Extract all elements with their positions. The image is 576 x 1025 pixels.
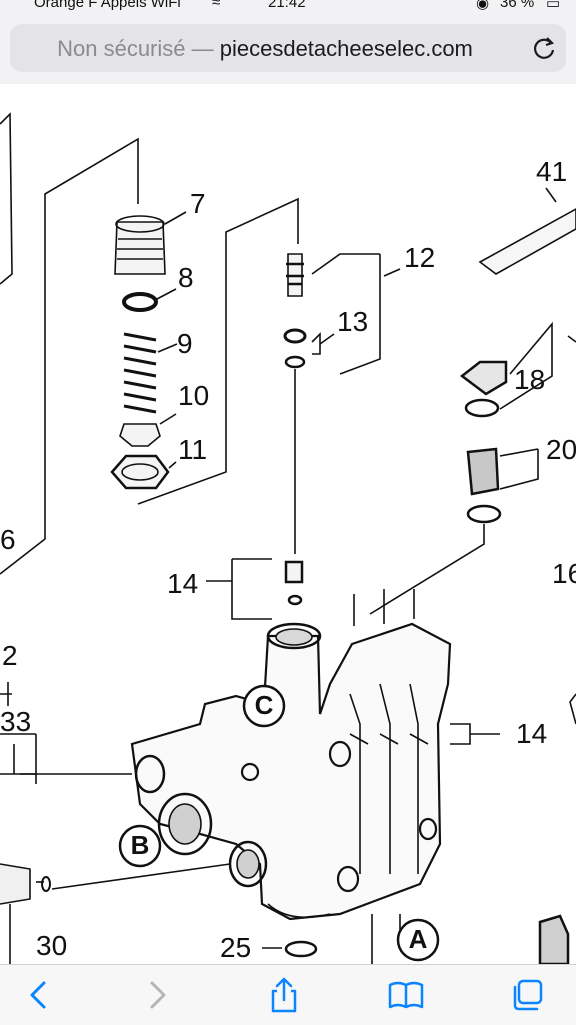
- share-icon[interactable]: [262, 975, 306, 1015]
- clock: 21:42: [268, 0, 306, 11]
- parts-diagram: 7 8 9 10 11 12 13 14 14 14 18 20 41 6 2 …: [0, 84, 576, 964]
- part-label-8: 8: [178, 262, 194, 293]
- part-label-6: 6: [0, 524, 16, 555]
- part-label-14-right: 14: [516, 718, 548, 749]
- forward-icon[interactable]: [136, 975, 180, 1015]
- back-icon[interactable]: [16, 975, 60, 1015]
- security-label: Non sécurisé: [57, 36, 186, 61]
- part-label-10: 10: [178, 380, 210, 411]
- wifi-icon: ≈: [212, 0, 221, 11]
- port-label-b: B: [130, 830, 150, 860]
- domain-label: piecesdetacheeselec.com: [219, 36, 473, 61]
- url-text[interactable]: Non sécurisé — piecesdetacheeselec.com: [10, 36, 520, 62]
- part-label-2: 2: [2, 640, 18, 671]
- part-label-12: 12: [404, 242, 436, 273]
- part-label-11: 11: [178, 434, 208, 465]
- carrier-label: Orange F Appels WiFi: [34, 0, 181, 11]
- address-bar-area: Non sécurisé — piecesdetacheeselec.com: [0, 14, 576, 84]
- part-label-16: 16: [552, 558, 576, 589]
- bookmarks-icon[interactable]: [384, 975, 428, 1015]
- part-label-13: 13: [337, 306, 369, 337]
- battery-icon: ▭: [546, 0, 561, 12]
- part-label-7: 7: [190, 188, 206, 219]
- part-label-33: 33: [0, 706, 32, 737]
- part-label-41: 41: [536, 156, 568, 187]
- orientation-lock-icon: ◉: [476, 0, 490, 12]
- part-label-30: 30: [36, 930, 68, 961]
- address-bar[interactable]: Non sécurisé — piecesdetacheeselec.com: [10, 24, 566, 72]
- url-separator: —: [185, 36, 220, 61]
- part-label-14-upper: 14: [167, 568, 199, 599]
- diagram-drawing: [0, 112, 576, 964]
- reload-icon[interactable]: [530, 34, 558, 62]
- part-label-20: 20: [546, 434, 576, 465]
- port-label-c: C: [254, 690, 274, 720]
- part-label-25: 25: [220, 932, 252, 963]
- tabs-icon[interactable]: [506, 975, 550, 1015]
- part-label-18: 18: [514, 364, 546, 395]
- part-label-9: 9: [177, 328, 193, 359]
- battery-level: 36 %: [500, 0, 535, 11]
- port-label-a: A: [408, 924, 428, 954]
- browser-toolbar: [0, 964, 576, 1025]
- status-bar: Orange F Appels WiFi ≈ 21:42 ◉ 36 % ▭: [0, 0, 576, 14]
